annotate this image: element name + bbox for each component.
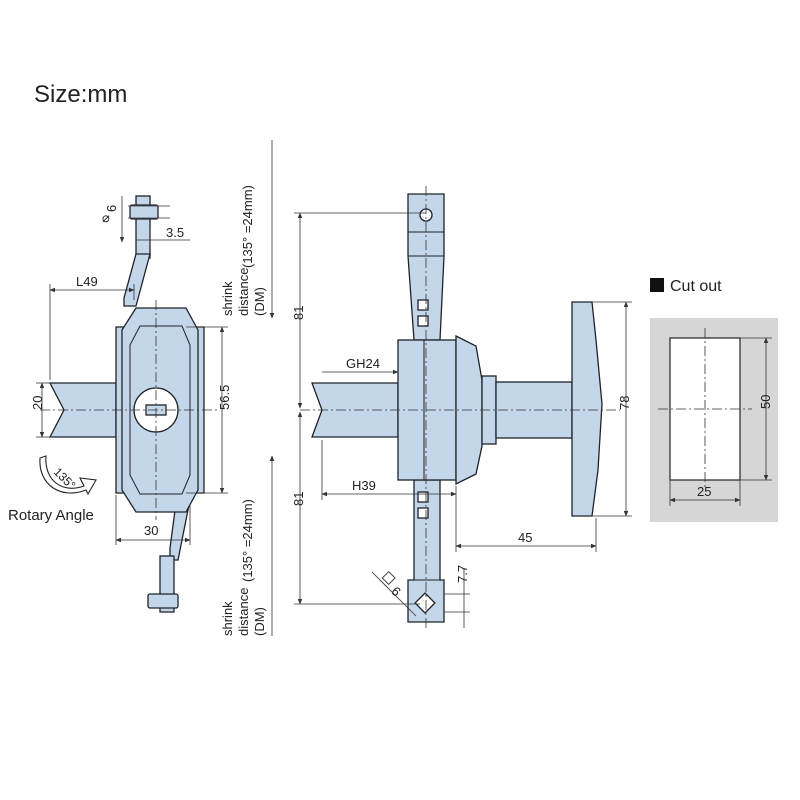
square-symbol-icon (381, 570, 396, 586)
shrink-bottom-dm: (DM) (252, 607, 267, 636)
bottom-link-screw (147, 593, 179, 609)
dim-offset: 3.5 (166, 225, 184, 240)
shrink-bottom-word: shrink (220, 601, 235, 636)
dim-upper: 81 (291, 306, 306, 320)
dim-height: 56.5 (217, 385, 232, 410)
dim-edge: 7.7 (455, 565, 470, 583)
dim-hole: 6 (104, 205, 119, 212)
rod-slot (417, 491, 429, 503)
rotary-arrow-icon (39, 455, 97, 496)
dim-width: 30 (144, 523, 158, 538)
left-housing-inner (129, 325, 191, 495)
dim-line (371, 571, 417, 617)
cutout-marker-icon (650, 278, 664, 292)
rotary-angle-label: Rotary Angle (8, 507, 94, 524)
dim-lower: 81 (291, 492, 306, 506)
shrink-bottom-distance: distance (236, 588, 251, 636)
dim-h: H39 (352, 478, 376, 493)
dim-handle: 78 (617, 396, 632, 410)
cutout-width: 25 (697, 484, 711, 499)
shrink-top-angle: (135° =24mm) (240, 185, 255, 268)
diameter-icon: ⌀ (102, 210, 110, 225)
shrink-arrows: (135° =24mm) shrink distance (DM) (135° … (220, 140, 275, 636)
rod-slot (417, 299, 429, 311)
dim-reach: 45 (518, 530, 532, 545)
dim-shaft: 20 (30, 396, 45, 410)
rod-slot (417, 507, 429, 519)
dim-length: L49 (76, 274, 98, 289)
shrink-top-dm: (DM) (252, 287, 267, 316)
shrink-top-distance: distance (236, 268, 251, 316)
t-handle (571, 301, 603, 517)
square-drive-icon (414, 592, 436, 614)
cutout-title: Cut out (670, 278, 722, 295)
top-link-screw (129, 204, 159, 220)
units-title: Size:mm (34, 81, 127, 108)
rod-slot (417, 315, 429, 327)
left-view: 6 ⌀ 3.5 L49 56.5 20 30 135° Rotary Angle (8, 195, 232, 613)
right-view: 81 81 GH24 H39 78 45 6 7.7 (291, 186, 632, 630)
shrink-bottom-angle: (135° =24mm) (240, 499, 255, 582)
shrink-top-word: shrink (220, 281, 235, 316)
dim-gh: GH24 (346, 356, 380, 371)
cutout-height: 50 (758, 395, 773, 409)
top-link-bend (123, 253, 151, 307)
dim-square: 6 (388, 584, 404, 600)
cutout-panel: Cut out 50 25 (650, 278, 778, 522)
